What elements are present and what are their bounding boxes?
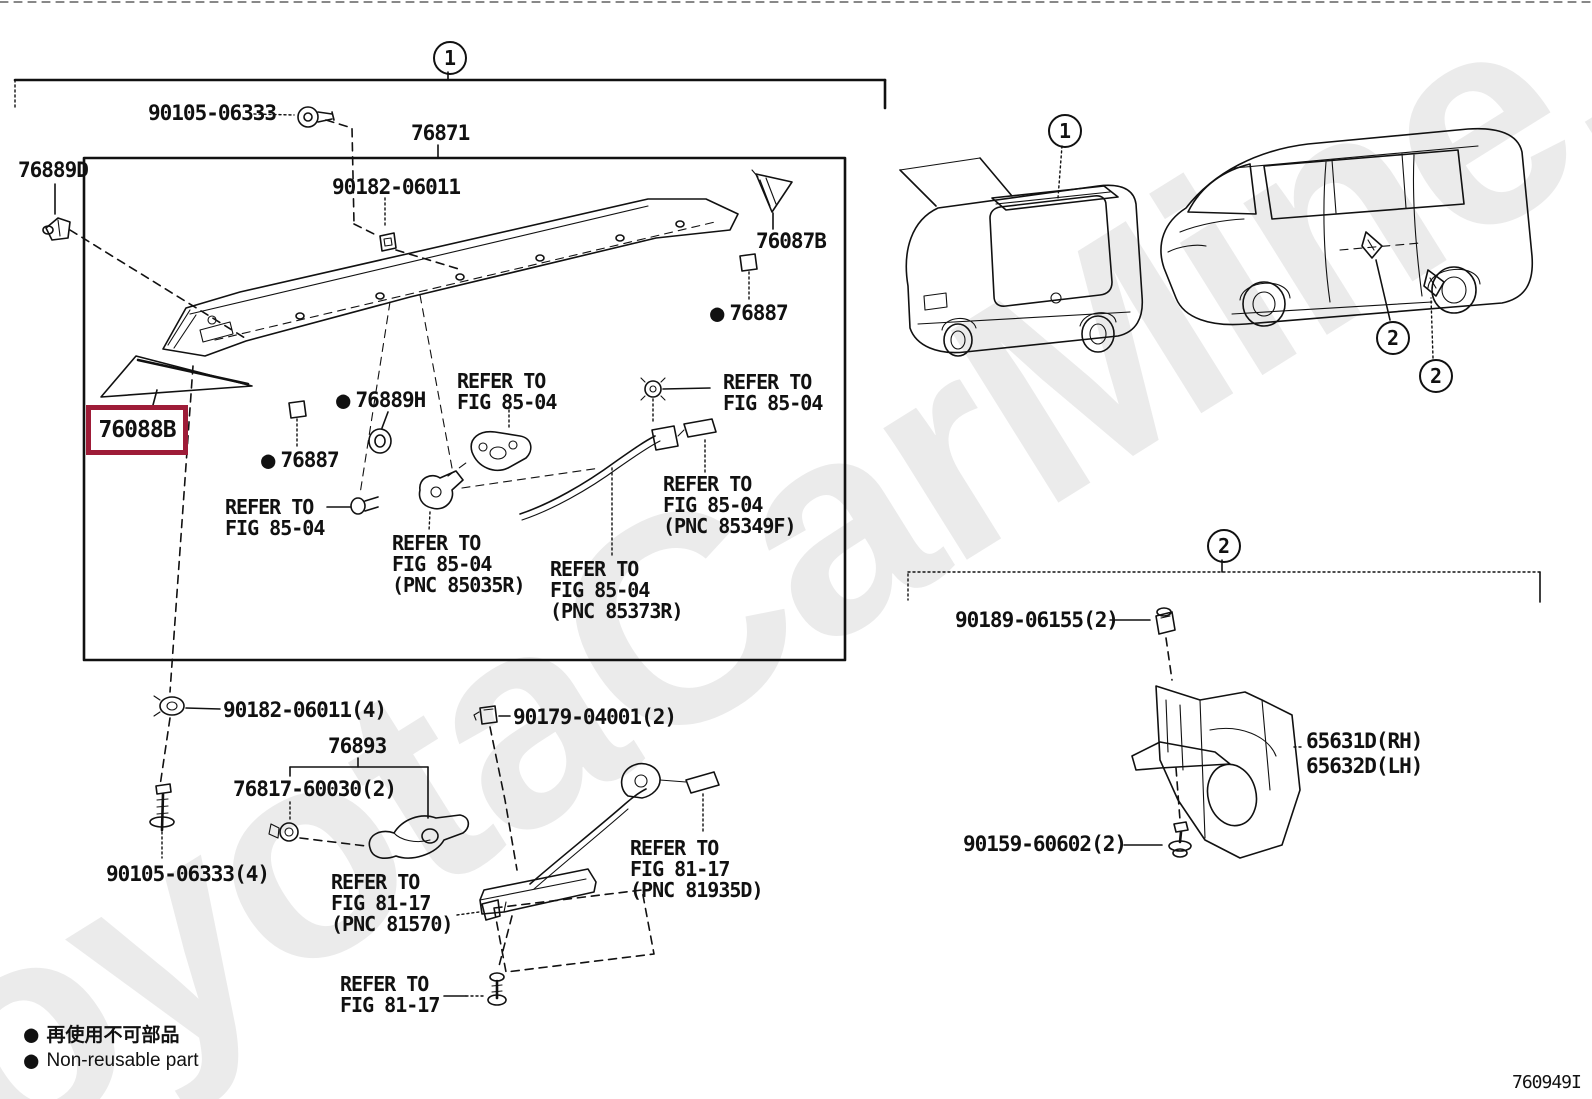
- washer-hose-drawing: [519, 418, 717, 557]
- spoiler-drawing: [162, 198, 739, 495]
- mudguard-clip-icon: [1109, 607, 1176, 681]
- part-number-pad2: 76817-60030(2): [233, 777, 397, 801]
- part-number-screw-top: 90105-06333: [148, 101, 277, 125]
- part-number-screw4: 90105-06333(4): [106, 862, 270, 886]
- figure-code: 760949I: [1512, 1072, 1582, 1093]
- part-number-cover: 76893: [328, 734, 387, 758]
- refer-fig8504-joint: REFER TO FIG 85-04 (PNC 85349F): [663, 472, 796, 538]
- part-number-pad-right: ● 76887: [710, 299, 789, 327]
- refer-fig8504-screw: REFER TO FIG 85-04: [225, 495, 325, 540]
- pad-clip-right-icon: [739, 253, 758, 301]
- part-number-pad-left: ● 76887: [261, 446, 340, 474]
- mudguard-drawing: [1131, 685, 1305, 859]
- refer-fig8504-hose: REFER TO FIG 85-04 (PNC 85373R): [550, 557, 683, 623]
- part-number-guard-rh: 65631D(RH): [1306, 729, 1423, 753]
- protector-clip-icon: [42, 183, 246, 339]
- callout-1-car: 1: [1048, 114, 1082, 148]
- side-car-drawing: [1160, 127, 1534, 359]
- non-reusable-dot-icon: ●: [336, 386, 351, 414]
- legend-row-jp: ● 再使用不可部品: [24, 1020, 180, 1048]
- legend-text-jp: 再使用不可部品: [46, 1024, 180, 1046]
- section1-bracket: [13, 71, 887, 111]
- washer-ring-icon: [368, 411, 392, 454]
- detail-box: [82, 156, 847, 662]
- refer-fig8117-wire: REFER TO FIG 81-17 (PNC 81935D): [630, 836, 763, 902]
- callout-2-car-a: 2: [1376, 321, 1410, 355]
- callout-2-bracket: 2: [1207, 529, 1241, 563]
- highlighted-part-number: 76088B: [86, 405, 188, 455]
- screw-icon: [253, 106, 375, 235]
- rear-car-drawing: [899, 145, 1144, 357]
- refer-fig8117-lamp: REFER TO FIG 81-17 (PNC 81570): [331, 870, 453, 936]
- non-reusable-dot-icon: ●: [24, 1020, 39, 1048]
- non-reusable-dot-icon: ●: [710, 299, 725, 327]
- lamp-screw-icon: [443, 972, 507, 1006]
- part-number-grommet: 90182-06011: [332, 175, 461, 199]
- callout-1-bracket: 1: [433, 41, 467, 75]
- part-number-clip2: 90179-04001(2): [513, 705, 677, 729]
- grommet-icon: [379, 197, 463, 271]
- star-grommet-icon: [640, 377, 711, 425]
- part-number-mudguard-screw: 90159-60602(2): [963, 832, 1127, 856]
- part-number-fin: 76087B: [756, 229, 827, 253]
- non-reusable-dot-icon: ●: [261, 446, 276, 474]
- washer-nozzle-cluster: [326, 409, 601, 532]
- part-number-protector: 76889D: [18, 158, 89, 182]
- corner-piece-drawing: [100, 355, 253, 693]
- mudguard-screw-icon: [1123, 821, 1192, 858]
- legend-text-en: Non-reusable part: [46, 1050, 199, 1071]
- callout-2-car-b: 2: [1419, 359, 1453, 393]
- legend-row-en: ● Non-reusable part: [24, 1046, 199, 1074]
- refer-fig8504-grommet: REFER TO FIG 85-04: [723, 370, 823, 415]
- part-number-guard-lh: 65632D(LH): [1306, 754, 1423, 778]
- part-number-spoiler: 76871: [411, 121, 470, 145]
- part-number-clip-h: ● 76889H: [336, 386, 426, 414]
- part-number-mudguard-clip: 90189-06155(2): [955, 608, 1119, 632]
- refer-fig8117-screw: REFER TO FIG 81-17: [340, 972, 440, 1017]
- section2-bracket: [907, 559, 1541, 603]
- refer-fig8504-nozzle: REFER TO FIG 85-04 (PNC 85035R): [392, 531, 525, 597]
- lamp-drawing: [456, 762, 720, 973]
- part-number-grommet4: 90182-06011(4): [223, 698, 387, 722]
- screw4-icon: [149, 783, 175, 859]
- pad-clip-left-icon: [288, 400, 307, 448]
- fin-icon: [751, 169, 793, 230]
- clip2-icon: [473, 705, 518, 967]
- lamp-grommet4-icon: [153, 695, 221, 787]
- non-reusable-dot-icon: ●: [24, 1046, 39, 1074]
- refer-fig8504-gasket: REFER TO FIG 85-04: [457, 369, 557, 414]
- cover-drawing: [268, 757, 470, 859]
